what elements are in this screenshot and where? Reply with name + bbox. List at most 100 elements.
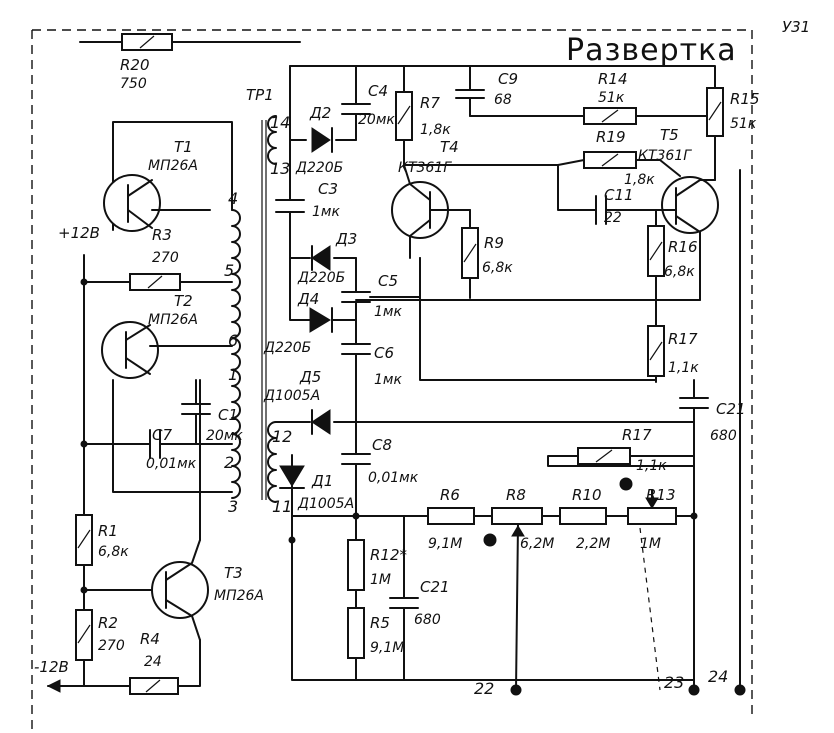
c5-ref: C5 [378,272,398,290]
r12-ref: R17 [622,426,652,444]
c5-value: 1мк [374,304,402,320]
tr1-pin-4: 4 [228,189,238,208]
r4-value: 24 [144,654,162,670]
r13-value: 2,2М [576,536,610,552]
r16-value: 6,8к [664,264,695,280]
r14-value: 51к [598,90,625,106]
r9-ref: R9 [484,234,504,252]
c11-value: 22 [604,210,622,226]
c6-value: 1мк [374,372,402,388]
terminal-23-label: 23 [664,673,684,692]
tr1-label: ТР1 [246,86,274,104]
c9-value: 68 [494,92,512,108]
tr1-pin-6: 6 [228,331,238,350]
t3-ref: Т3 [224,564,243,582]
r3-value: 270 [152,250,179,266]
r15-ref: R19 [596,128,626,146]
r14-ref: R14 [598,70,628,88]
t5-value: КТ361Г [638,148,692,164]
d3-ref: Д3 [335,230,357,248]
c4-value: 20мк [358,112,395,128]
t3-value: МП26А [214,588,264,604]
wire-top-rail [289,65,716,93]
t4-ref: Т4 [440,138,459,156]
r2-ref: R2 [98,614,118,632]
tr1-pin-14: 14 [270,113,290,132]
tr1-left-winding-top [267,115,277,165]
r4-ref: R4 [140,630,160,648]
r19-ref: R15 [730,90,760,108]
t5-ref: Т5 [660,126,679,144]
r7-ref: R7 [420,94,440,112]
d5-ref: Д5 [299,368,321,386]
diode-d4 [309,307,331,333]
r8-value: 9,1М [428,536,462,552]
diode-d3 [311,245,331,271]
c3-value: 1мк [312,204,340,220]
r3-ref: R3 [152,226,172,244]
transistor-t1 [103,174,161,232]
r1-ref: R1 [98,522,118,540]
r6-ref: R5 [370,614,390,632]
transistor-t2 [101,321,159,379]
r12-value: 1,1к [636,458,667,474]
r9-value: 6,8к [482,260,513,276]
tr1-pin-13: 13 [270,159,290,178]
tr1-pin-12: 12 [272,427,292,446]
d4-ref: Д4 [297,290,319,308]
potentiometer-r18[interactable] [627,507,677,525]
r15-value: 1,8к [624,172,655,188]
resistor-r6 [347,607,365,659]
diode-d5 [311,409,331,435]
resistor-r8 [427,507,475,525]
c9-ref: C9 [498,70,518,88]
terminal-22[interactable] [510,684,522,696]
d4-value: Д220Б [263,340,311,356]
c3-ref: C3 [318,180,338,198]
r20-value: 750 [120,76,147,92]
terminal-22-label: 22 [474,679,494,698]
r16-ref: R16 [668,238,698,256]
board-id: У31 [782,18,810,36]
c7-ref: C8 [372,436,392,454]
d1-value: Д1005А [297,496,354,512]
c6-ref: C6 [374,344,394,362]
c8-value: 680 [414,612,441,628]
tr1-pin-1: 1 [228,365,238,384]
c21-value: 680 [710,428,737,444]
terminal-24[interactable] [734,684,746,696]
terminal-23[interactable] [688,684,700,696]
c1-value: 0,01мк [146,456,197,472]
resistor-r4 [129,677,179,695]
tr1-pin-2: 2 [224,453,234,472]
r5-ref: R12* [370,546,408,564]
wire-left-loop [112,121,233,211]
d3-value: Д220Б [297,270,345,286]
c8-ref: C21 [420,578,450,596]
mark-dot [483,533,497,547]
resistor-r13 [559,507,607,525]
arrow-minus-supply-icon [46,679,61,693]
d1-ref: Д1 [311,472,333,490]
r17-value: 1,1к [668,360,699,376]
r10-value: 6,2М [520,536,554,552]
c21-ref: C21 [716,400,746,418]
potentiometer-r10[interactable] [491,507,543,525]
mark-dot [619,477,633,491]
diode-d1 [279,465,305,487]
d5-value: Д1005А [263,388,320,404]
t1-value: МП26А [148,158,198,174]
tr1-pin-3: 3 [228,497,238,516]
supply-plus-label: +12В [58,224,100,242]
r1-value: 6,8к [98,544,129,560]
t2-ref: Т2 [174,292,193,310]
tr1-right-winding [231,209,241,499]
c4-ref: C4 [368,82,388,100]
board-title: Развертка [566,33,737,68]
c2-value: 20мк [206,428,243,444]
tr1-pin-11: 11 [272,497,292,516]
r10-ref: R8 [506,486,526,504]
r2-value: 270 [98,638,125,654]
r18-value: 1М [640,536,661,552]
